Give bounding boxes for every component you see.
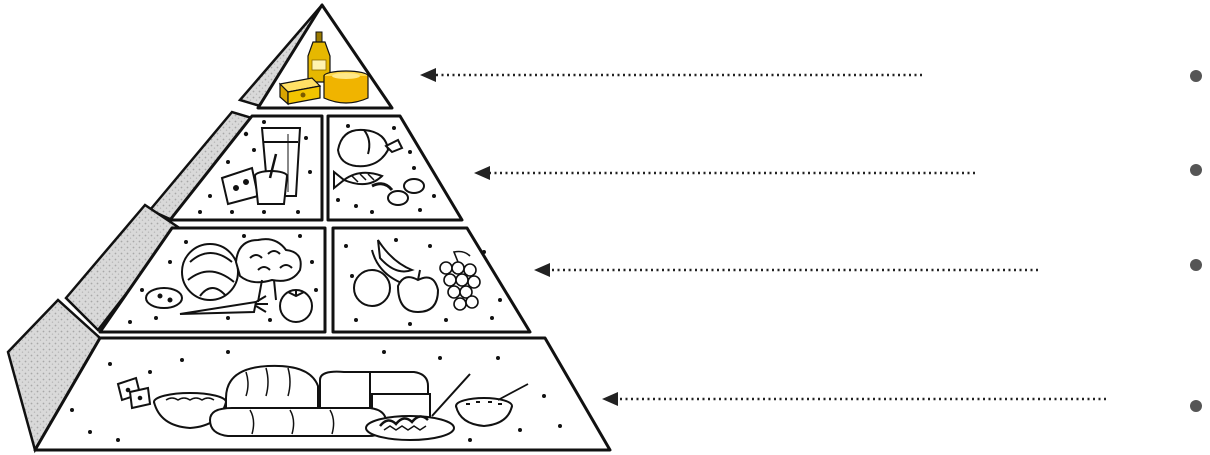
crackers-icon [116,376,152,410]
answer-bullet-4 [1190,400,1202,412]
tier-1-foods [278,31,369,106]
fish-icon [333,169,384,191]
answer-bullet-3 [1190,259,1202,271]
broccoli-icon [234,238,302,303]
cabbage-icon [181,243,239,301]
cereal-bowl-icon [153,392,227,430]
answer-bullet-1 [1190,70,1202,82]
pointer-arrow-1 [420,68,922,82]
oil-bottle-icon [307,31,331,83]
pasta-plate-icon [365,373,471,441]
carrot-icon [179,295,268,315]
eggs-icon [371,178,425,206]
tomato-icon [279,289,313,323]
roast-chicken-icon [336,128,404,168]
yogurt-cup-icon [254,153,288,205]
side-face-tier-3 [64,203,180,332]
apple-icon [396,269,440,314]
tier-2-dairy-foods [198,120,312,214]
tier-3-vegetable-dots [128,234,318,324]
tier-2-dairy-dots [198,120,312,214]
potato-icon [145,287,183,309]
rice-bowl-icon [455,383,529,428]
tier-3-vegetable-foods [128,234,318,324]
tier-2-protein-dots [336,124,436,214]
tier-3-fruit-dots [344,238,502,326]
butter-block-icon [278,77,322,106]
tier-4-grain-dots [70,350,562,442]
pointer-arrow-4 [602,392,1106,406]
pointer-arrows [420,68,1106,406]
pointer-arrow-3 [534,263,1038,277]
orange-icon [353,269,391,307]
answer-bullet-2 [1190,164,1202,176]
grapes-icon [439,250,481,311]
honey-jar-icon [323,70,369,104]
tier-2-protein-foods [333,124,436,214]
bread-loaf-icon [225,364,319,411]
tier-3-fruit-foods [344,238,502,326]
pointer-arrow-2 [474,166,975,180]
pyramid-side-faces [6,4,324,454]
answer-bullets [1190,70,1202,412]
tier-4-grain-foods [70,350,562,442]
baguette-icon [208,407,388,437]
